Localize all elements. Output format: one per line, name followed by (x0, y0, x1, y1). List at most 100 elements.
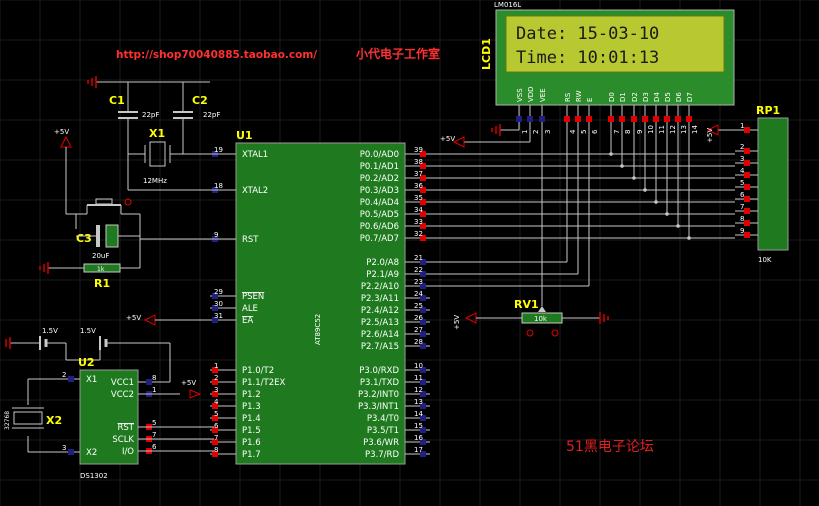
mcu-pin-num: 27 (414, 326, 423, 334)
lcd-pin-d4: D4 11 (653, 92, 666, 134)
x1-ref: X1 (149, 127, 165, 140)
ea-supply: +5V (126, 314, 210, 326)
mcu-pin-num: 15 (414, 422, 423, 430)
mcu-pin-name: P2.4/A12 (361, 306, 399, 316)
lcd-pin-num: 6 (591, 129, 599, 134)
mcu-pin-name: P1.0/T2 (242, 366, 274, 376)
lcd-pin-num: 2 (532, 130, 540, 134)
rp1-pin-num: 4 (740, 167, 745, 175)
mcu-pin-num: 30 (214, 300, 223, 308)
lcd-pin-num: 11 (658, 125, 666, 134)
mcu-pin-name: P1.6 (242, 438, 261, 448)
rtc-pin-num: 3 (62, 444, 66, 452)
mcu-pin-num: 29 (214, 288, 223, 296)
rp1-pin-num: 1 (740, 122, 744, 130)
lcd-pin-name: D2 (631, 92, 639, 102)
rp1-pin-4: 4 (735, 167, 758, 178)
mcu-pin-num: 16 (414, 434, 423, 442)
mcu-pin-name: P0.3/AD3 (360, 186, 399, 196)
lcd-pin-num: 9 (636, 130, 644, 134)
rtc-ref: U2 (78, 356, 95, 369)
rv1-value: 10k (534, 315, 548, 323)
rp1-pin-num: 6 (740, 191, 745, 199)
rtc-pin-name: X1 (86, 375, 97, 385)
mcu-pin-num: 17 (414, 446, 423, 454)
mcu-pin-name: P3.5/T1 (367, 426, 399, 436)
lcd-pin-name: RS (564, 92, 572, 102)
rv1-vcc-label: +5V (453, 315, 461, 330)
rtc-vcc-label: +5V (181, 379, 196, 387)
mcu-pin-num: 2 (214, 374, 218, 382)
mcu-pin-num: 11 (414, 374, 423, 382)
rp1-pin-3: 3 (735, 155, 758, 166)
mcu-pin-name: P2.5/A13 (361, 318, 399, 328)
x1-value: 12MHz (143, 177, 167, 185)
mcu-pin-name: P2.3/A11 (361, 294, 399, 304)
rp1-value: 10K (758, 256, 772, 264)
reset-circuit: +5V C3 20uF 1k R1 (39, 128, 236, 290)
mcu-pin-num: 18 (214, 182, 223, 190)
lcd-pin-e: E6 (586, 98, 599, 134)
mcu-pin-name: P2.7/A15 (361, 342, 399, 352)
rp1-pin-num: 8 (740, 215, 744, 223)
lcd-pin-name: D4 (653, 92, 661, 102)
mcu-pin-name: P1.7 (242, 450, 261, 460)
mcu-pin-num: 3 (214, 386, 218, 394)
lcd-pin-num: 13 (680, 125, 688, 134)
rtc-body (79, 369, 139, 465)
lcd-pin-name: D5 (664, 92, 672, 102)
mcu-pin-num: 23 (414, 278, 423, 286)
lcd-pin-rs: RS4 (564, 92, 577, 134)
r1-value: 1k (97, 266, 105, 273)
rv1-ref: RV1 (514, 298, 539, 311)
x2-value: 32768 (4, 411, 11, 430)
lcd-pin-num: 12 (669, 125, 677, 134)
mcu-pin-name: P0.6/AD6 (360, 222, 399, 232)
data-bus-wires: +5V (430, 124, 735, 300)
rtc-pin-num: 7 (152, 431, 156, 439)
mcu-pin-num: 7 (214, 434, 218, 442)
mcu-pin-num: 4 (214, 398, 219, 406)
mcu-pin-num: 19 (214, 146, 223, 154)
mcu-pin-num: 13 (414, 398, 423, 406)
lcd-pin-rw: RW 5 (575, 90, 588, 134)
rtc-pin-name: X2 (86, 448, 97, 458)
mcu-pin-name: P0.0/AD0 (360, 150, 399, 160)
rp1-pin-6: 6 (735, 191, 758, 202)
c2-ref: C2 (192, 94, 208, 107)
battery-2-label: 1.5V (80, 327, 96, 335)
mcu-pin-num: 25 (414, 302, 423, 310)
c3-ref: C3 (76, 232, 92, 245)
lcd-pin-num: 5 (580, 130, 588, 134)
lcd-pin-name: D6 (675, 92, 683, 102)
rp1-pin-9: 9 (735, 227, 758, 238)
rtc-pin-name: RST (118, 423, 135, 433)
lcd-pin-d5: D5 12 (664, 92, 677, 134)
lcd-pin-name: RW (575, 90, 583, 102)
rp1-pin-2: 2 (735, 143, 758, 154)
mcu-pin-name: P2.0/A8 (366, 258, 399, 268)
mcu-pin-name: P3.2/INT0 (358, 390, 399, 400)
